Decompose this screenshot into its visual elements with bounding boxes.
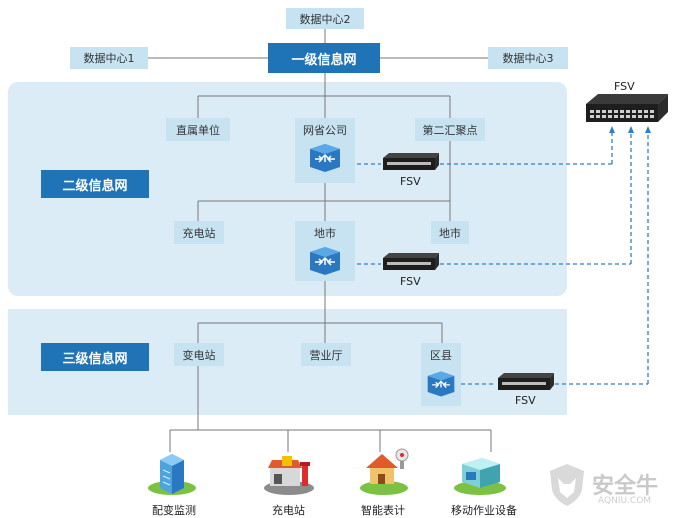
provincial-company-node: 网省公司 xyxy=(295,118,355,183)
fsv-provincial-device xyxy=(383,153,439,170)
fsv-provincial-label: FSV xyxy=(400,175,421,188)
business-hall-label: 营业厅 xyxy=(309,348,343,362)
county-label: 区县 xyxy=(430,349,452,362)
fsv-county-label: FSV xyxy=(515,394,536,407)
level2-network-box: 二级信息网 xyxy=(41,170,149,198)
charging-station-label: 充电站 xyxy=(182,226,216,240)
city-label: 地市 xyxy=(314,227,336,240)
direct-unit-label: 直属单位 xyxy=(176,123,220,137)
data-center-1-box: 数据中心1 xyxy=(70,47,148,69)
level2-network-title: 二级信息网 xyxy=(62,178,128,194)
city-right-box: 地市 xyxy=(431,221,469,244)
data-center-2-label: 数据中心2 xyxy=(299,12,351,26)
data-center-1-label: 数据中心1 xyxy=(83,52,135,65)
charging-station-box: 充电站 xyxy=(174,221,224,244)
data-center-3-box: 数据中心3 xyxy=(488,47,568,69)
level1-network-box: 一级信息网 xyxy=(268,43,380,73)
router-icon xyxy=(427,371,455,397)
substation-label: 变电站 xyxy=(182,348,216,362)
endpoint-label-0: 配变监测 xyxy=(152,504,196,517)
data-center-3-label: 数据中心3 xyxy=(502,52,554,65)
city-node: 地市 xyxy=(295,221,355,281)
mobile-device-icon xyxy=(454,458,506,495)
endpoint-label-2: 智能表计 xyxy=(361,504,405,517)
endpoint-label-3: 移动作业设备 xyxy=(451,504,517,517)
fsv-county-device xyxy=(498,373,554,390)
second-hub-box: 第二汇聚点 xyxy=(415,118,485,141)
direct-unit-box: 直属单位 xyxy=(166,118,230,141)
building-icon xyxy=(148,454,196,495)
level3-network-title: 三级信息网 xyxy=(62,351,128,367)
level3-network-box: 三级信息网 xyxy=(41,343,149,371)
provincial-company-label: 网省公司 xyxy=(303,124,347,137)
county-node: 区县 xyxy=(421,343,461,406)
city-right-label: 地市 xyxy=(439,226,461,240)
fsv-city-device xyxy=(383,253,439,270)
fsv-city-label: FSV xyxy=(400,275,421,288)
router-icon xyxy=(310,144,340,172)
watermark-brand: 安全牛 xyxy=(592,474,659,499)
level1-network-label: 一级信息网 xyxy=(291,52,357,68)
data-center-2-box: 数据中心2 xyxy=(286,8,364,29)
charging-station-icon xyxy=(264,456,314,495)
watermark-sub: AQNIU.COM xyxy=(598,496,652,506)
endpoint-label-1: 充电站 xyxy=(272,504,305,517)
fsv-main-device xyxy=(586,94,668,122)
smart-meter-house-icon xyxy=(360,448,409,495)
business-hall-box: 营业厅 xyxy=(301,343,351,366)
fsv-main-label: FSV xyxy=(614,80,635,93)
router-icon xyxy=(310,247,340,275)
substation-box: 变电站 xyxy=(174,343,224,366)
second-hub-label: 第二汇聚点 xyxy=(422,123,478,137)
shield-logo-icon xyxy=(550,464,584,506)
